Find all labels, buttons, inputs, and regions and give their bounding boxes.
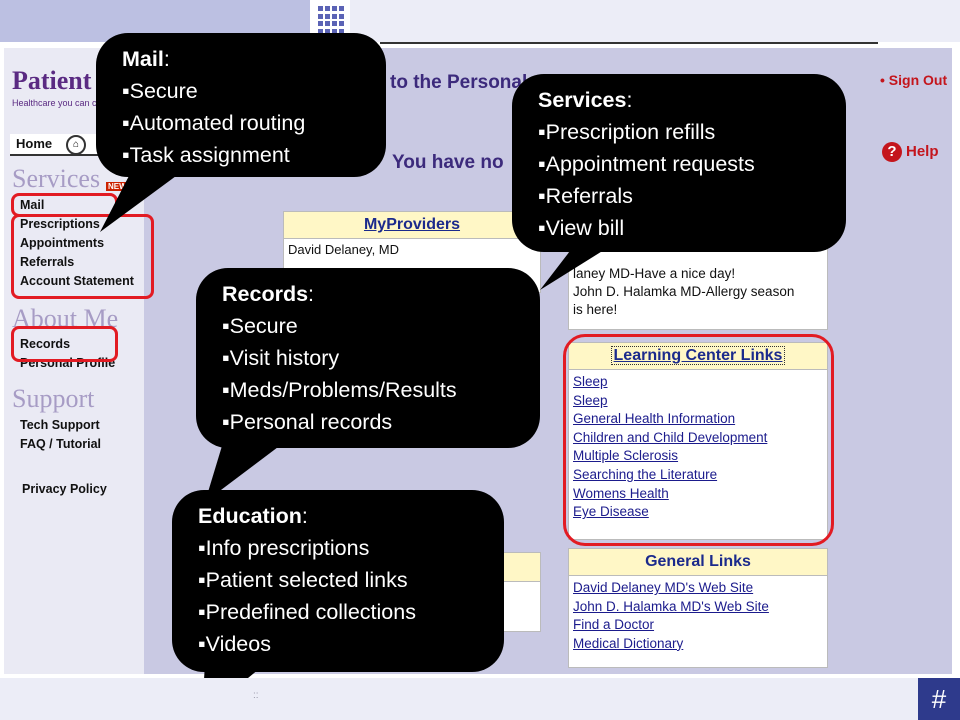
mail-callout: Mail: ▪Secure ▪Automated routing ▪Task a… bbox=[96, 33, 386, 177]
services-callout-item: Referrals bbox=[545, 184, 633, 208]
help-icon: ? bbox=[882, 142, 902, 162]
education-callout-item: Patient selected links bbox=[205, 568, 408, 592]
learning-link[interactable]: Searching the Literature bbox=[573, 466, 718, 482]
brand-tagline: Healthcare you can c bbox=[12, 98, 97, 108]
footer-marker: :: bbox=[253, 690, 259, 701]
slide-bottom-band bbox=[0, 678, 960, 720]
provider-item[interactable]: David Delaney, MD bbox=[288, 242, 400, 257]
slide-divider bbox=[380, 42, 878, 44]
education-callout-title: Education bbox=[198, 504, 302, 528]
records-callout-tail bbox=[205, 436, 290, 502]
mail-callout-item: Secure bbox=[129, 79, 198, 103]
home-label: Home bbox=[16, 136, 53, 151]
learning-link[interactable]: Womens Health bbox=[573, 485, 669, 501]
nav-faq[interactable]: FAQ / Tutorial bbox=[20, 437, 102, 451]
nav-referrals[interactable]: Referrals bbox=[20, 255, 75, 269]
slide-number: # bbox=[918, 678, 960, 720]
welcome-text: to the Personal bbox=[390, 72, 528, 93]
learning-link[interactable]: Multiple Sclerosis bbox=[573, 448, 679, 464]
general-link[interactable]: John D. Halamka MD's Web Site bbox=[573, 598, 769, 614]
highlight-learning-center bbox=[563, 334, 834, 546]
message-line-1[interactable]: laney MD-Have a nice day! bbox=[573, 266, 736, 281]
services-callout-title: Services bbox=[538, 88, 627, 112]
records-callout-item: Visit history bbox=[229, 346, 340, 370]
services-callout-item: Prescription refills bbox=[545, 120, 716, 144]
highlight-services bbox=[11, 214, 154, 299]
brand-logo: Patient bbox=[12, 66, 92, 95]
records-callout-item: Personal records bbox=[229, 410, 393, 434]
education-callout: Education: ▪Info prescriptions ▪Patient … bbox=[172, 490, 504, 672]
nav-mail[interactable]: Mail bbox=[20, 198, 45, 212]
learning-link[interactable]: Eye Disease bbox=[573, 504, 649, 520]
education-callout-item: Videos bbox=[205, 632, 271, 656]
general-links-panel: General Links David Delaney MD's Web Sit… bbox=[568, 548, 828, 668]
message-line-3[interactable]: is here! bbox=[573, 302, 618, 317]
services-callout: Services: ▪Prescription refills ▪Appoint… bbox=[512, 74, 846, 252]
nav-records[interactable]: Records bbox=[20, 337, 71, 351]
general-links-title: General Links bbox=[569, 549, 827, 576]
slide-top-band-right bbox=[350, 0, 960, 42]
education-callout-item: Info prescriptions bbox=[205, 536, 370, 560]
house-icon: ⌂ bbox=[66, 135, 86, 155]
mail-callout-tail bbox=[100, 170, 176, 232]
learning-link[interactable]: Sleep bbox=[573, 392, 608, 408]
highlight-records bbox=[11, 326, 118, 362]
new-badge: NEW bbox=[106, 182, 129, 191]
general-link[interactable]: David Delaney MD's Web Site bbox=[573, 580, 754, 595]
messages-panel: laney MD-Have a nice day! John D. Halamk… bbox=[568, 238, 828, 330]
learning-link[interactable]: General Health Information bbox=[573, 411, 736, 427]
records-callout: Records: ▪Secure ▪Visit history ▪Meds/Pr… bbox=[196, 268, 540, 448]
records-callout-title: Records bbox=[222, 282, 309, 306]
nav-tech-support[interactable]: Tech Support bbox=[20, 418, 100, 432]
services-callout-item: View bill bbox=[545, 216, 625, 240]
services-callout-item: Appointment requests bbox=[545, 152, 755, 176]
general-link[interactable]: Medical Dictionary bbox=[573, 635, 684, 651]
section-support: Support bbox=[12, 384, 95, 413]
records-callout-item: Meds/Problems/Results bbox=[229, 378, 457, 402]
sign-out-link[interactable]: • Sign Out bbox=[880, 72, 948, 88]
nav-prescriptions[interactable]: Prescriptions bbox=[20, 217, 100, 231]
mail-callout-item: Automated routing bbox=[129, 111, 306, 135]
nav-appointments[interactable]: Appointments bbox=[20, 236, 105, 250]
grid-icon bbox=[318, 6, 346, 34]
learning-link[interactable]: Sleep bbox=[573, 374, 608, 389]
nav-account-statement[interactable]: Account Statement bbox=[20, 274, 134, 288]
learning-link[interactable]: Children and Child Development bbox=[573, 429, 768, 445]
general-link[interactable]: Find a Doctor bbox=[573, 617, 655, 633]
no-messages-text: You have no bbox=[392, 152, 504, 173]
education-callout-item: Predefined collections bbox=[205, 600, 416, 624]
mail-callout-item: Task assignment bbox=[129, 143, 290, 167]
mail-callout-title: Mail bbox=[122, 47, 164, 71]
records-callout-item: Secure bbox=[229, 314, 298, 338]
message-line-2[interactable]: John D. Halamka MD-Allergy season bbox=[573, 284, 795, 299]
help-label: Help bbox=[906, 143, 939, 160]
section-services: Services bbox=[12, 164, 101, 193]
help-link[interactable]: ?Help bbox=[882, 142, 939, 162]
learning-center-title: Learning Center Links bbox=[569, 343, 827, 370]
nav-privacy-policy[interactable]: Privacy Policy bbox=[22, 482, 107, 496]
my-providers-title: MyProviders bbox=[284, 212, 540, 239]
